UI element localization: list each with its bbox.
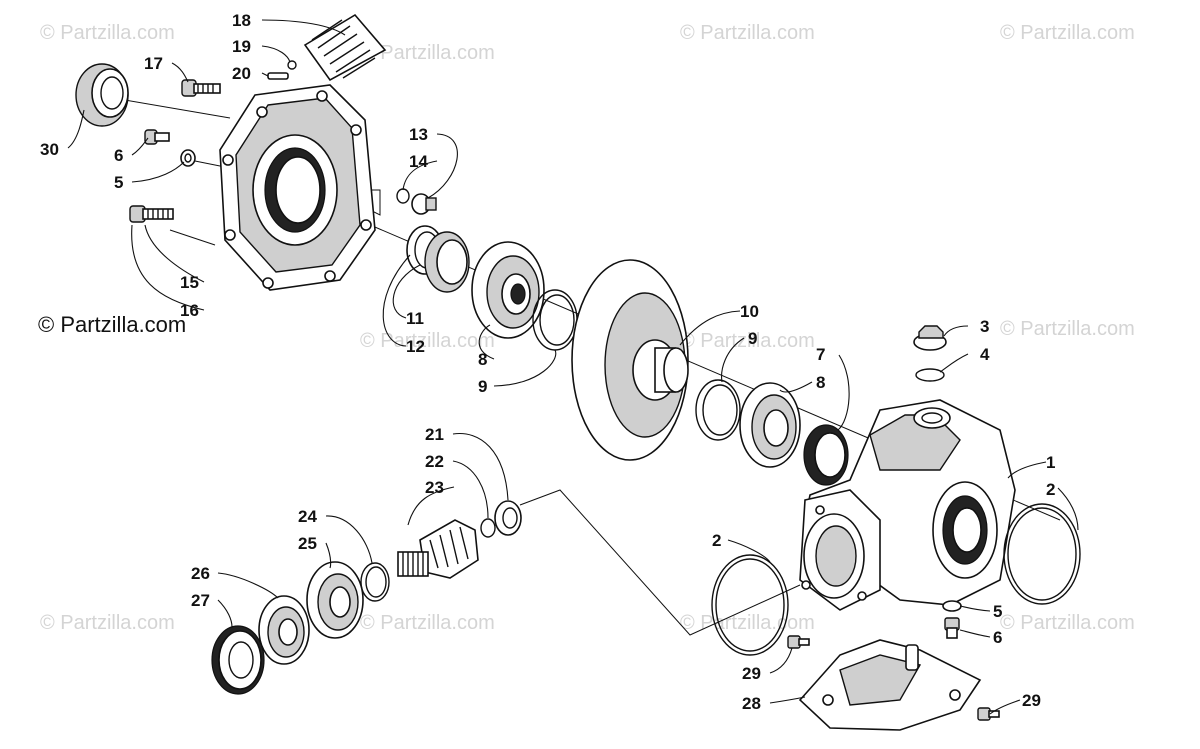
callout-26[interactable]: 26 [191,564,210,583]
part-13-plug[interactable] [411,193,437,215]
part-9-shim[interactable] [532,289,578,351]
callout-23[interactable]: 23 [425,478,444,497]
callout-16[interactable]: 16 [180,301,199,320]
part-4-washer[interactable] [915,368,945,382]
callout-29[interactable]: 29 [742,664,761,683]
callout-15[interactable]: 15 [180,273,199,292]
part-26-bearing[interactable] [258,595,310,665]
callout-25[interactable]: 25 [298,534,317,553]
part-6-bolt[interactable] [944,617,960,639]
callout-10[interactable]: 10 [740,302,759,321]
part-30-seal-cap[interactable] [75,63,129,127]
part-2-o-ring[interactable] [1003,503,1081,605]
copyright-notice: © Partzilla.com [38,312,187,337]
part-14-o-ring[interactable] [396,188,410,204]
part-7-seal[interactable] [803,424,849,486]
part-3-fill-plug[interactable] [913,325,947,351]
part-21-needle-bearing[interactable] [494,500,522,536]
callout-18[interactable]: 18 [232,11,251,30]
callout-2[interactable]: 2 [712,531,721,550]
leader-lines [67,19,1079,715]
watermark: © Partzilla.com [680,330,815,352]
part-2-o-ring[interactable] [711,554,789,656]
watermark: © Partzilla.com [40,22,175,44]
callout-22[interactable]: 22 [425,452,444,471]
callout-17[interactable]: 17 [144,54,163,73]
callout-12[interactable]: 12 [406,337,425,356]
watermark: © Partzilla.com [1000,318,1135,340]
callout-7[interactable]: 7 [816,345,825,364]
part-18-boot[interactable] [303,13,387,82]
callout-30[interactable]: 30 [40,140,59,159]
part-28-skid-plate[interactable] [798,639,982,731]
callout-6[interactable]: 6 [114,146,123,165]
callout-4[interactable]: 4 [980,345,990,364]
part-17-bolt[interactable] [181,79,221,97]
callout-5[interactable]: 5 [993,602,1002,621]
part-8-bearing[interactable] [739,382,801,468]
watermark: © Partzilla.com [1000,22,1135,44]
callout-5[interactable]: 5 [114,173,123,192]
part-23-pinion-gear[interactable] [397,519,479,579]
part-16-bolt[interactable] [129,205,174,223]
callout-8[interactable]: 8 [816,373,825,392]
part-19-clip[interactable] [287,60,297,70]
part-25-bearing[interactable] [306,561,364,639]
callout-29[interactable]: 29 [1022,691,1041,710]
callout-9[interactable]: 9 [748,329,757,348]
part-27-seal[interactable] [211,625,265,695]
callout-28[interactable]: 28 [742,694,761,713]
callout-3[interactable]: 3 [980,317,989,336]
watermark: © Partzilla.com [680,22,815,44]
callout-9[interactable]: 9 [478,377,487,396]
callout-13[interactable]: 13 [409,125,428,144]
callout-24[interactable]: 24 [298,507,317,526]
callout-19[interactable]: 19 [232,37,251,56]
callout-20[interactable]: 20 [232,64,251,83]
callout-11[interactable]: 11 [406,309,424,328]
watermark: © Partzilla.com [360,612,495,634]
part-10-ring-gear[interactable] [571,259,689,461]
callout-6[interactable]: 6 [993,628,1002,647]
part-8-bearing[interactable] [471,241,545,339]
part-20-pin[interactable] [267,72,289,80]
watermark: © Partzilla.com [360,42,495,64]
part-5-washer[interactable] [180,149,196,167]
callout-27[interactable]: 27 [191,591,210,610]
watermark: © Partzilla.com [1000,612,1135,634]
part-11-seal[interactable] [424,231,470,293]
callout-1[interactable]: 1 [1046,453,1055,472]
watermark: © Partzilla.com [360,330,495,352]
callout-14[interactable]: 14 [409,152,428,171]
callout-2[interactable]: 2 [1046,480,1055,499]
part-15-cover-housing[interactable] [219,84,376,291]
part-29-bolt[interactable] [787,635,810,649]
callout-labels: 1 2 2 3 4 5 5 6 6 7 8 8 9 9 10 11 12 13 … [40,11,1055,713]
part-9-shim[interactable] [695,379,741,441]
watermark: © Partzilla.com [40,612,175,634]
part-1-differential-housing[interactable] [799,399,1016,611]
callout-8[interactable]: 8 [478,350,487,369]
part-5-washer[interactable] [942,600,962,612]
part-24-shim[interactable] [360,562,390,602]
part-22-ring[interactable] [480,518,496,538]
callout-21[interactable]: 21 [425,425,444,444]
part-6-bolt[interactable] [144,129,170,145]
